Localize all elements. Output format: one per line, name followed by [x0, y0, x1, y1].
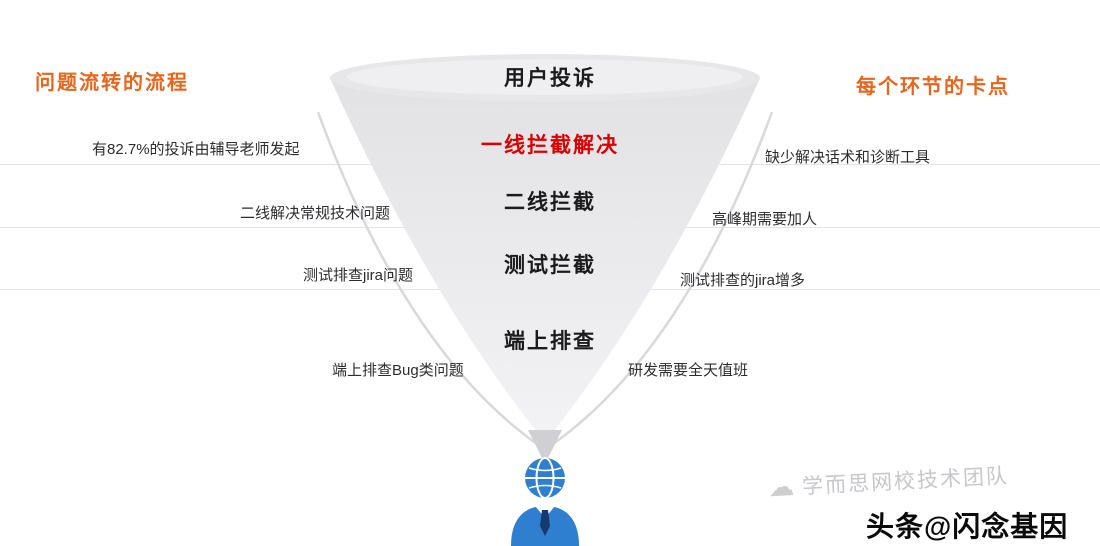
right-title: 每个环节的卡点 — [856, 76, 1010, 98]
credit-text: 头条@闪念基因 — [866, 511, 1069, 542]
funnel-tip-arrow-icon — [528, 430, 562, 464]
funnel-level-client-side: 端上排查 — [504, 330, 596, 353]
right-annotation: 缺少解决话术和诊断工具 — [765, 149, 931, 166]
funnel-level-first-line: 一线拦截解决 — [481, 134, 619, 157]
flow-arrow-right — [552, 111, 774, 446]
funnel-mouth-inner — [347, 59, 743, 95]
left-annotation: 二线解决常规技术问题 — [240, 205, 391, 222]
right-annotation: 高峰期需要加人 — [712, 211, 818, 228]
right-annotation: 测试排查的jira增多 — [680, 272, 806, 289]
right-annotation: 研发需要全天值班 — [628, 362, 749, 379]
left-annotation: 端上排查Bug类问题 — [332, 362, 464, 379]
funnel-level-user-complaints: 用户投诉 — [504, 67, 596, 90]
left-title: 问题流转的流程 — [35, 72, 189, 94]
funnel-body — [330, 78, 760, 442]
funnel-level-second-line: 二线拦截 — [504, 191, 596, 214]
funnel-level-testing: 测试拦截 — [504, 254, 596, 277]
cloud-icon: ☁ — [767, 470, 797, 503]
left-annotation: 测试排查jira问题 — [303, 267, 414, 284]
left-annotation: 有82.7%的投诉由辅导老师发起 — [92, 141, 300, 158]
globe-person-icon — [511, 457, 579, 546]
flow-arrow-left — [316, 111, 538, 446]
